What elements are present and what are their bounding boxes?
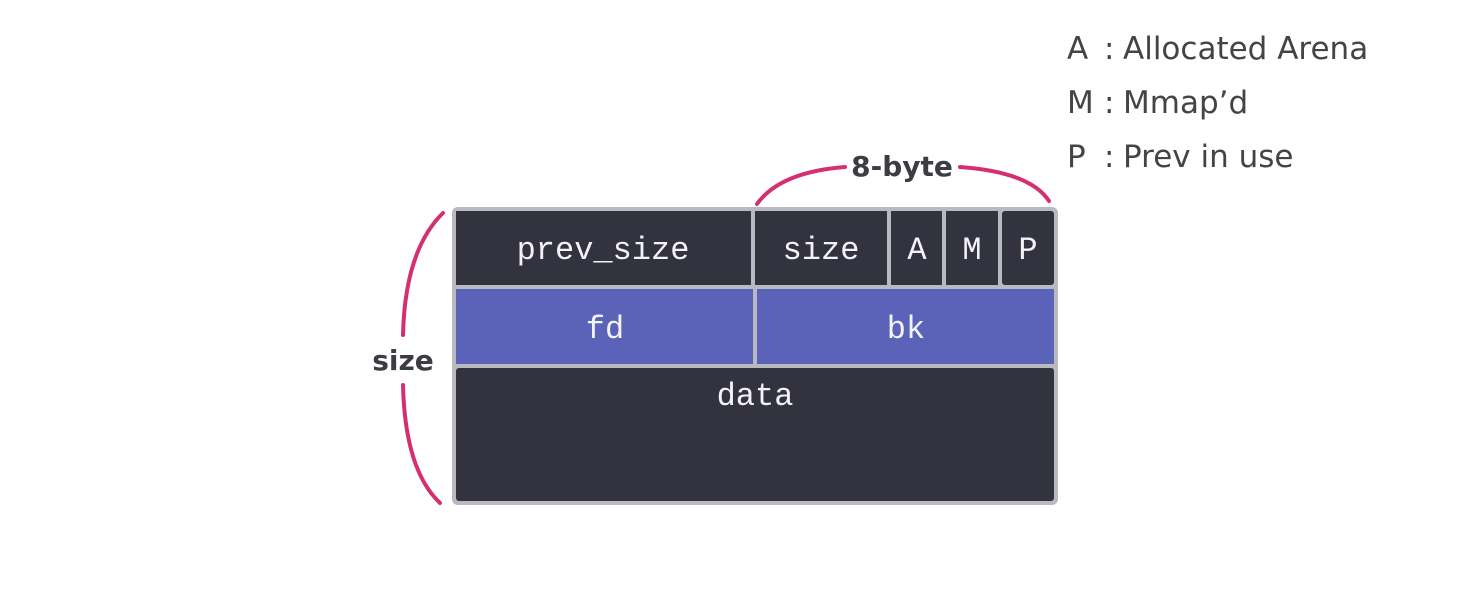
flag-p-cell (1002, 211, 1054, 285)
height-brace (401, 211, 445, 505)
height-brace-label: size (372, 344, 434, 377)
legend-item-m: M : Mmap’d (1067, 85, 1248, 121)
width-brace-label: 8-byte (851, 150, 953, 183)
fd-label: fd (586, 311, 624, 348)
legend-desc-m: Mmap’d (1123, 85, 1248, 121)
size-label: size (783, 232, 860, 269)
legend-sep-a: : (1104, 31, 1114, 67)
width-brace (755, 165, 1051, 206)
legend-key-m: M (1067, 85, 1094, 121)
legend-item-a: A : Allocated Arena (1067, 31, 1368, 67)
legend-sep-p: : (1104, 139, 1114, 175)
data-label: data (717, 378, 794, 415)
bk-label: bk (887, 311, 925, 348)
legend-item-p: P : Prev in use (1067, 139, 1293, 175)
legend-key-a: A (1067, 31, 1088, 67)
prev-size-label: prev_size (517, 232, 690, 269)
bk-cell (757, 289, 1054, 364)
flag-a-cell (891, 211, 942, 285)
flag-m-label: M (962, 232, 981, 269)
flag-m-cell (946, 211, 998, 285)
legend: A : Allocated Arena M : Mmap’d P : Prev … (1067, 31, 1368, 175)
flag-a-label: A (907, 232, 927, 269)
legend-sep-m: : (1104, 85, 1114, 121)
flag-p-label: P (1018, 232, 1037, 269)
legend-desc-a: Allocated Arena (1123, 31, 1368, 67)
legend-desc-p: Prev in use (1123, 139, 1293, 175)
prev-size-cell (456, 211, 751, 285)
legend-key-p: P (1067, 139, 1086, 175)
data-cell (456, 368, 1054, 501)
fd-cell (456, 289, 753, 364)
size-cell (755, 211, 887, 285)
